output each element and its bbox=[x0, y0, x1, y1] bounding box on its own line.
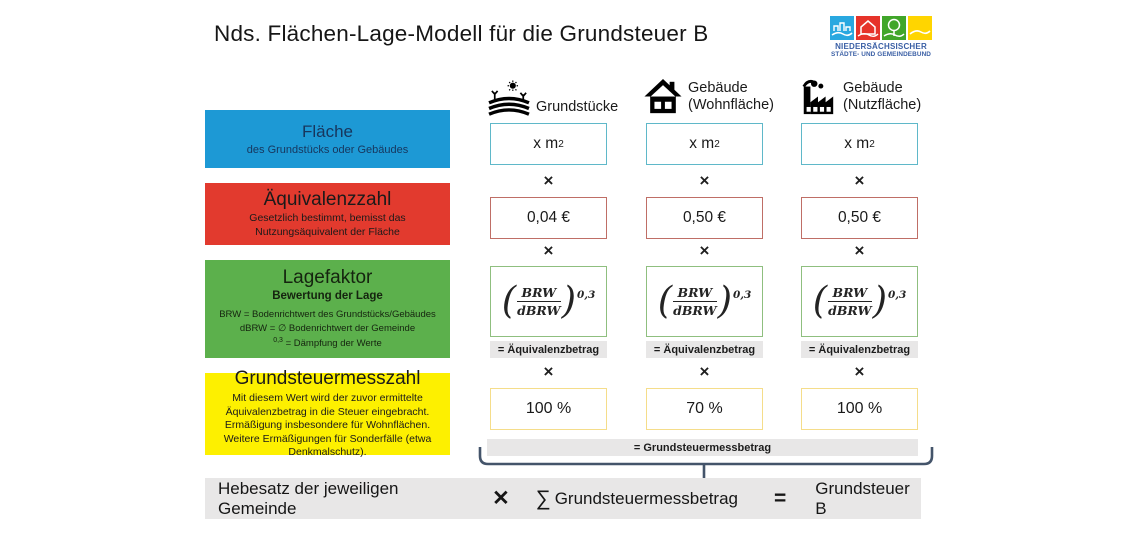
column-wohnflaeche-header: Gebäude (Wohnfläche) bbox=[643, 76, 813, 118]
formula-denominator: dBRW bbox=[828, 302, 872, 318]
rate-box-grundstuecke: 0,04 € bbox=[490, 197, 607, 239]
factor-aequivalenzzahl-title: Äquivalenzzahl bbox=[263, 189, 392, 211]
formula-numerator: BRW bbox=[517, 285, 561, 302]
sum-label: Grundsteuermessbetrag bbox=[554, 488, 739, 508]
logo-wordmark: NIEDERSÄCHSISCHER STÄDTE- UND GEMEINDEBU… bbox=[826, 42, 936, 59]
equals-sign: = bbox=[774, 486, 786, 510]
lagefaktor-def-exponent: 0,3 = Dämpfung der Werte bbox=[273, 336, 382, 349]
aequivalenzbetrag-bar: = Äquivalenzbetrag bbox=[801, 341, 918, 358]
column-nutzflaeche-header: Gebäude (Nutzfläche) bbox=[798, 76, 968, 118]
multiply-sign: × bbox=[543, 241, 554, 260]
formula-exponent: 0,3 bbox=[577, 288, 596, 301]
factor-grundsteuermesszahl-title: Grundsteuermesszahl bbox=[234, 367, 421, 389]
logo: NIEDERSÄCHSISCHER STÄDTE- UND GEMEINDEBU… bbox=[826, 16, 936, 59]
lagefaktor-def-brw: BRW = Bodenrichtwert des Grundstücks/Geb… bbox=[219, 309, 436, 321]
formula-numerator: BRW bbox=[673, 285, 717, 302]
column-grundstuecke-header: Grundstücke bbox=[487, 76, 657, 118]
factor-flaeche-title: Fläche bbox=[301, 122, 354, 141]
factor-flaeche: Fläche des Grundstücks oder Gebäudes bbox=[205, 110, 450, 168]
rate-box-wohnflaeche: 0,50 € bbox=[646, 197, 763, 239]
multiply-sign: × bbox=[854, 362, 865, 381]
formula-denominator: dBRW bbox=[517, 302, 561, 318]
factor-lagefaktor: Lagefaktor Bewertung der Lage BRW = Bode… bbox=[205, 260, 450, 358]
lagefaktor-def-dbrw: dBRW = ∅ Bodenrichtwert der Gemeinde bbox=[239, 323, 416, 335]
factor-lagefaktor-definitions: BRW = Bodenrichtwert des Grundstücks/Geb… bbox=[219, 308, 436, 350]
factor-flaeche-subtitle: des Grundstücks oder Gebäudes bbox=[246, 144, 409, 156]
multiply-sign: × bbox=[699, 362, 710, 381]
aequivalenzbetrag-bar: = Äquivalenzbetrag bbox=[646, 341, 763, 358]
hebesatz-label: Hebesatz der jeweiligen Gemeinde bbox=[218, 478, 399, 518]
formula-exponent: 0,3 bbox=[733, 288, 752, 301]
logo-field-icon bbox=[908, 16, 932, 40]
field-icon bbox=[488, 80, 530, 116]
percent-box-nutzflaeche: 100 % bbox=[801, 388, 918, 430]
multiply-sign: ✕ bbox=[492, 487, 510, 510]
grundsteuermessbetrag-bar: = Grundsteuermessbetrag bbox=[487, 439, 918, 456]
logo-tree-icon bbox=[882, 16, 906, 40]
logo-city-icon bbox=[830, 16, 854, 40]
grundsteuer-b-label: Grundsteuer B bbox=[815, 478, 910, 518]
sum-grundsteuermessbetrag: ∑ Grundsteuermessbetrag bbox=[536, 487, 738, 511]
multiply-sign: × bbox=[854, 171, 865, 190]
rate-box-nutzflaeche: 0,50 € bbox=[801, 197, 918, 239]
page-title: Nds. Flächen-Lage-Modell für die Grundst… bbox=[214, 21, 709, 46]
formula-exponent: 0,3 bbox=[888, 288, 907, 301]
formula-numerator: BRW bbox=[828, 285, 872, 302]
multiply-sign: × bbox=[699, 241, 710, 260]
multiply-sign: × bbox=[543, 171, 554, 190]
factor-grundsteuermesszahl: Grundsteuermesszahl Mit diesem Wert wird… bbox=[205, 368, 450, 458]
multiply-sign: × bbox=[543, 362, 554, 381]
bottom-formula-bar: Hebesatz der jeweiligen Gemeinde ✕ ∑ Gru… bbox=[205, 478, 921, 519]
sigma-sign: ∑ bbox=[535, 486, 551, 510]
logo-squares bbox=[826, 16, 936, 40]
percent-box-wohnflaeche: 70 % bbox=[646, 388, 763, 430]
factory-icon bbox=[802, 79, 834, 115]
factor-lagefaktor-subtitle: Bewertung der Lage bbox=[272, 290, 383, 303]
logo-name-line2: STÄDTE- UND GEMEINDEBUND bbox=[830, 51, 932, 59]
multiply-sign: × bbox=[854, 241, 865, 260]
logo-name-line1: NIEDERSÄCHSISCHER bbox=[835, 42, 927, 51]
factor-aequivalenzzahl-subtitle: Gesetzlich bestimmt, bemisst das Nutzung… bbox=[249, 212, 406, 238]
percent-box-grundstuecke: 100 % bbox=[490, 388, 607, 430]
aequivalenzbetrag-bar: = Äquivalenzbetrag bbox=[490, 341, 607, 358]
house-icon bbox=[644, 78, 682, 114]
factor-aequivalenzzahl: Äquivalenzzahl Gesetzlich bestimmt, bemi… bbox=[205, 183, 450, 245]
factor-grundsteuermesszahl-subtitle: Mit diesem Wert wird der zuvor ermittelt… bbox=[223, 391, 432, 459]
exponent-sup: 0,3 bbox=[273, 336, 283, 344]
logo-house-icon bbox=[856, 16, 880, 40]
formula-denominator: dBRW bbox=[673, 302, 717, 318]
column-nutzflaeche-label: Gebäude (Nutzfläche) bbox=[843, 79, 922, 113]
factor-lagefaktor-title: Lagefaktor bbox=[282, 267, 373, 289]
column-grundstuecke-label: Grundstücke bbox=[536, 98, 619, 115]
column-wohnflaeche-label: Gebäude (Wohnfläche) bbox=[688, 79, 774, 113]
multiply-sign: × bbox=[699, 171, 710, 190]
